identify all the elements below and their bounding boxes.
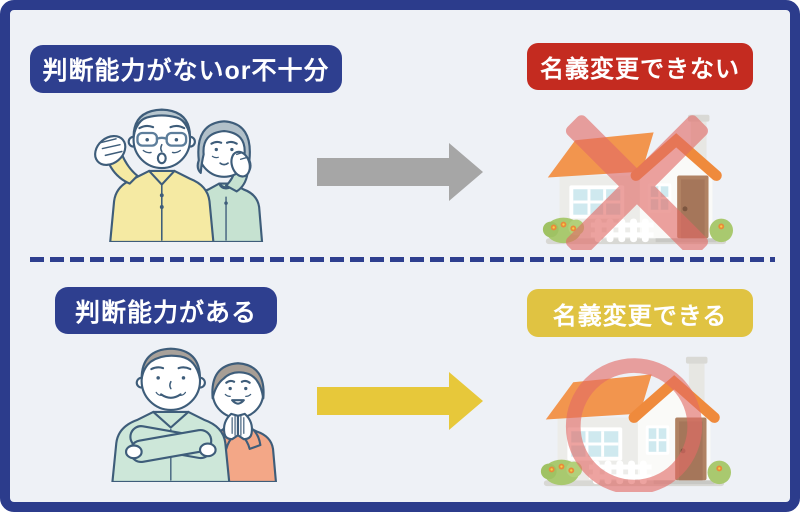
worried-elderly-couple-illustration <box>94 108 264 242</box>
arrow-right-icon <box>317 143 483 201</box>
dashed-divider <box>30 257 775 262</box>
house-circled-ok-illustration <box>536 345 732 492</box>
happy-man-arms-crossed <box>111 347 231 482</box>
condition-label-has-capacity: 判断能力がある <box>55 287 277 334</box>
result-label-cannot-change: 名義変更できない <box>527 43 753 90</box>
worried-man <box>94 108 215 242</box>
glasses-icon <box>136 131 188 147</box>
condition-label-no-capacity: 判断能力がないor不十分 <box>30 45 342 93</box>
circle-mark-icon <box>565 358 703 492</box>
happy-elderly-couple-illustration <box>111 347 278 482</box>
house-crossed-out-illustration <box>538 103 734 250</box>
arrow-right-icon <box>317 372 483 430</box>
x-mark-icon <box>565 115 708 250</box>
result-label-can-change: 名義変更できる <box>527 289 753 337</box>
